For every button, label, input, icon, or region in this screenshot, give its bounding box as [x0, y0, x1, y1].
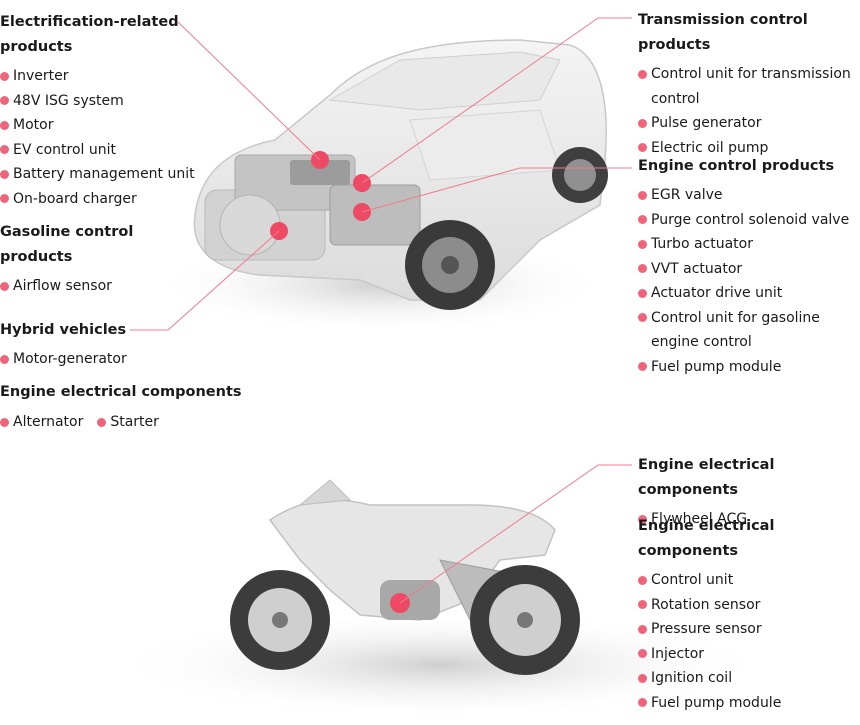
list-item: Pressure sensor: [638, 617, 860, 642]
list-item: Inverter: [0, 64, 200, 89]
list-item: Purge control solenoid valve: [638, 208, 860, 233]
list-item: VVT actuator: [638, 257, 860, 282]
list-item: Turbo actuator: [638, 232, 860, 257]
list-item: Electric oil pump: [638, 136, 860, 161]
gasoline-block: Gasoline control products Airflow sensor: [0, 220, 150, 299]
list-item: Actuator drive unit: [638, 281, 860, 306]
car-engine-electrical-heading: Engine electrical components: [0, 384, 242, 400]
list-item: Rotation sensor: [638, 593, 860, 618]
list-item: Flywheel ACG: [638, 507, 860, 532]
transmission-heading: Transmission control products: [638, 12, 808, 53]
transmission-list: Control unit for transmission control Pu…: [638, 62, 860, 160]
leader-engine-control: [361, 167, 632, 213]
list-item: Motor: [0, 113, 200, 138]
list-item: Alternator: [0, 410, 83, 434]
car-engine-electrical-block: Engine electrical components Alternator …: [0, 380, 260, 434]
list-item: EGR valve: [638, 183, 860, 208]
leader-hybrid: [130, 230, 280, 331]
electrification-heading: Electrification-related products: [0, 14, 179, 55]
electrification-block: Electrification-related products Inverte…: [0, 10, 200, 211]
engine-control-block: Engine control products EGR valve Purge …: [638, 154, 860, 379]
car-engine-electrical-list: Alternator Starter: [0, 410, 260, 434]
list-item: Control unit for gasoline engine control: [638, 306, 860, 355]
list-item: Pulse generator: [638, 111, 860, 136]
list-item: Control unit for transmission control: [638, 62, 860, 111]
list-item: Fuel pump module: [638, 691, 860, 716]
hybrid-heading: Hybrid vehicles: [0, 322, 127, 338]
gasoline-heading: Gasoline control products: [0, 224, 134, 265]
motorcycle-engine-electrical-b-block: Engine electrical components Control uni…: [638, 514, 860, 715]
list-item: Starter: [97, 410, 159, 434]
list-item: Motor-generator: [0, 347, 200, 372]
motorcycle-silhouette: [230, 479, 580, 675]
motorcycle-engine-electrical-a-list: Flywheel ACG: [638, 507, 860, 532]
transmission-block: Transmission control products Control un…: [638, 8, 860, 160]
motorcycle-engine-electrical-b-list: Control unit Rotation sensor Pressure se…: [638, 568, 860, 715]
list-item: EV control unit: [0, 138, 200, 163]
gasoline-list: Airflow sensor: [0, 274, 150, 299]
engine-control-list: EGR valve Purge control solenoid valve T…: [638, 183, 860, 379]
list-item: Battery management unit: [0, 162, 200, 187]
list-item: 48V ISG system: [0, 89, 200, 114]
leader-electrification: [177, 21, 321, 161]
list-item: On-board charger: [0, 187, 200, 212]
list-item: Control unit: [638, 568, 860, 593]
car-silhouette: [193, 39, 608, 310]
leader-transmission: [361, 17, 632, 184]
engine-control-heading: Engine control products: [638, 158, 835, 174]
list-item: Fuel pump module: [638, 355, 860, 380]
electrification-list: Inverter 48V ISG system Motor EV control…: [0, 64, 200, 211]
hybrid-block: Hybrid vehicles Motor-generator: [0, 318, 200, 372]
list-item: Injector: [638, 642, 860, 667]
motorcycle-engine-electrical-b-heading: Engine electrical components: [638, 518, 775, 559]
motorcycle-engine-electrical-a-heading: Engine electrical components: [638, 457, 775, 498]
motorcycle-engine-electrical-a-block: Engine electrical components Flywheel AC…: [638, 453, 860, 532]
list-item: Airflow sensor: [0, 274, 150, 299]
leader-motorcycle: [399, 464, 632, 604]
hybrid-list: Motor-generator: [0, 347, 200, 372]
list-item: Ignition coil: [638, 666, 860, 691]
